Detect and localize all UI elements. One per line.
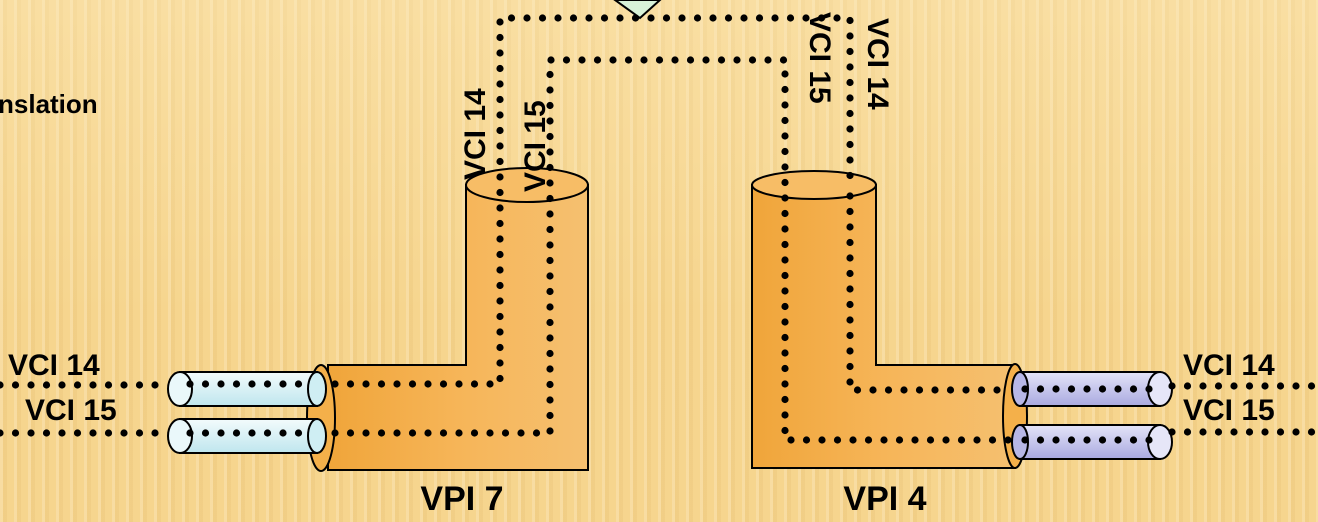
tunnel-vpi-4 — [751, 170, 1173, 469]
right-vci-15-label: VCI 15 — [1183, 394, 1275, 427]
switch-shape — [613, 0, 662, 20]
vci-14-right-pipe-dots — [1021, 385, 1153, 393]
top-right-vci-14-label: VCI 14 — [861, 18, 894, 110]
dotted-vc-paths — [0, 14, 1316, 444]
vpi-4-label: VPI 4 — [843, 480, 926, 518]
tunnel-vpi-7 — [167, 167, 589, 472]
vci-14-right-exit-dots — [1168, 382, 1316, 390]
vpi-7-label: VPI 7 — [420, 480, 503, 518]
vci-14-connection-dots — [331, 14, 854, 388]
left-vci-15-label: VCI 15 — [25, 394, 117, 427]
vci-14-right-tunnel-dots — [846, 192, 1001, 394]
vci-pipe-14-left — [167, 371, 327, 407]
left-vci-14-label: VCI 14 — [8, 349, 100, 382]
top-left-vci-14-label: VCI 14 — [459, 88, 492, 180]
tunnel-vpi-4-body — [751, 184, 1016, 469]
slide-title-fragment: nslation — [0, 89, 98, 119]
vci-pipe-15-left — [167, 418, 327, 454]
top-left-vci-15-label: VCI 15 — [519, 100, 552, 192]
vci-15-right-pipe-dots — [1021, 436, 1153, 444]
vci-14-left-entry-dots — [0, 381, 159, 389]
right-vci-14-label: VCI 14 — [1183, 349, 1275, 382]
vci-14-left-pipe-dots — [186, 380, 303, 388]
top-right-vci-15-label: VCI 15 — [803, 12, 836, 104]
vci-15-left-entry-dots — [0, 429, 159, 437]
vci-15-left-pipe-dots — [186, 429, 303, 437]
vci-15-right-exit-dots — [1168, 428, 1316, 436]
tunnel-vpi-4-top — [751, 170, 877, 200]
vci-15-connection-dots — [331, 56, 1012, 444]
